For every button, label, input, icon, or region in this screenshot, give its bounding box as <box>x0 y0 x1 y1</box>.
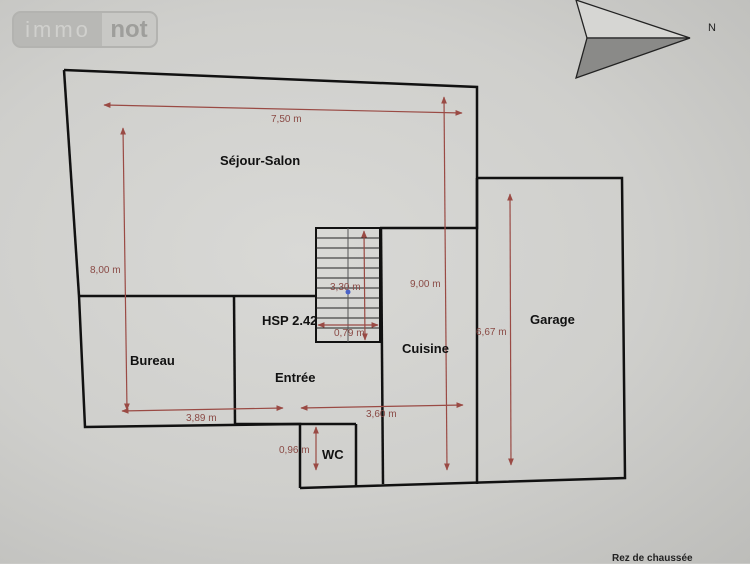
dimension-lines <box>103 96 514 471</box>
dim-garage-height: 6,67 m <box>476 327 507 338</box>
dim-cuisine-height: 9,00 m <box>410 279 441 290</box>
level-title: Rez de chaussée <box>612 553 693 564</box>
dim-bureau-width: 3,89 m <box>186 413 217 424</box>
ceiling-height-label: HSP 2.42 <box>262 313 318 328</box>
room-label-wc: WC <box>322 447 344 462</box>
room-label-bureau: Bureau <box>130 353 175 368</box>
dim-stairs-length: 3,30 m <box>330 282 361 293</box>
dim-entree-cuisine-width: 3,60 m <box>366 409 397 420</box>
dim-sejour-height: 8,00 m <box>90 265 121 276</box>
walls <box>62 68 627 490</box>
logo-text-immo: immo <box>25 16 91 42</box>
dim-sejour-width: 7,50 m <box>271 114 302 125</box>
room-label-sejour-salon: Séjour-Salon <box>220 153 301 168</box>
immonot-logo: immo not <box>12 11 158 48</box>
room-label-cuisine: Cuisine <box>402 341 449 356</box>
room-label-garage: Garage <box>530 312 575 327</box>
dim-stairs-width: 0,79 m <box>334 328 365 339</box>
logo-text-not: not <box>102 13 156 46</box>
room-label-entree: Entrée <box>275 370 316 385</box>
north-label: N <box>708 22 716 34</box>
dim-wc-depth: 0,96 m <box>279 445 310 456</box>
north-arrow-icon <box>575 0 691 80</box>
